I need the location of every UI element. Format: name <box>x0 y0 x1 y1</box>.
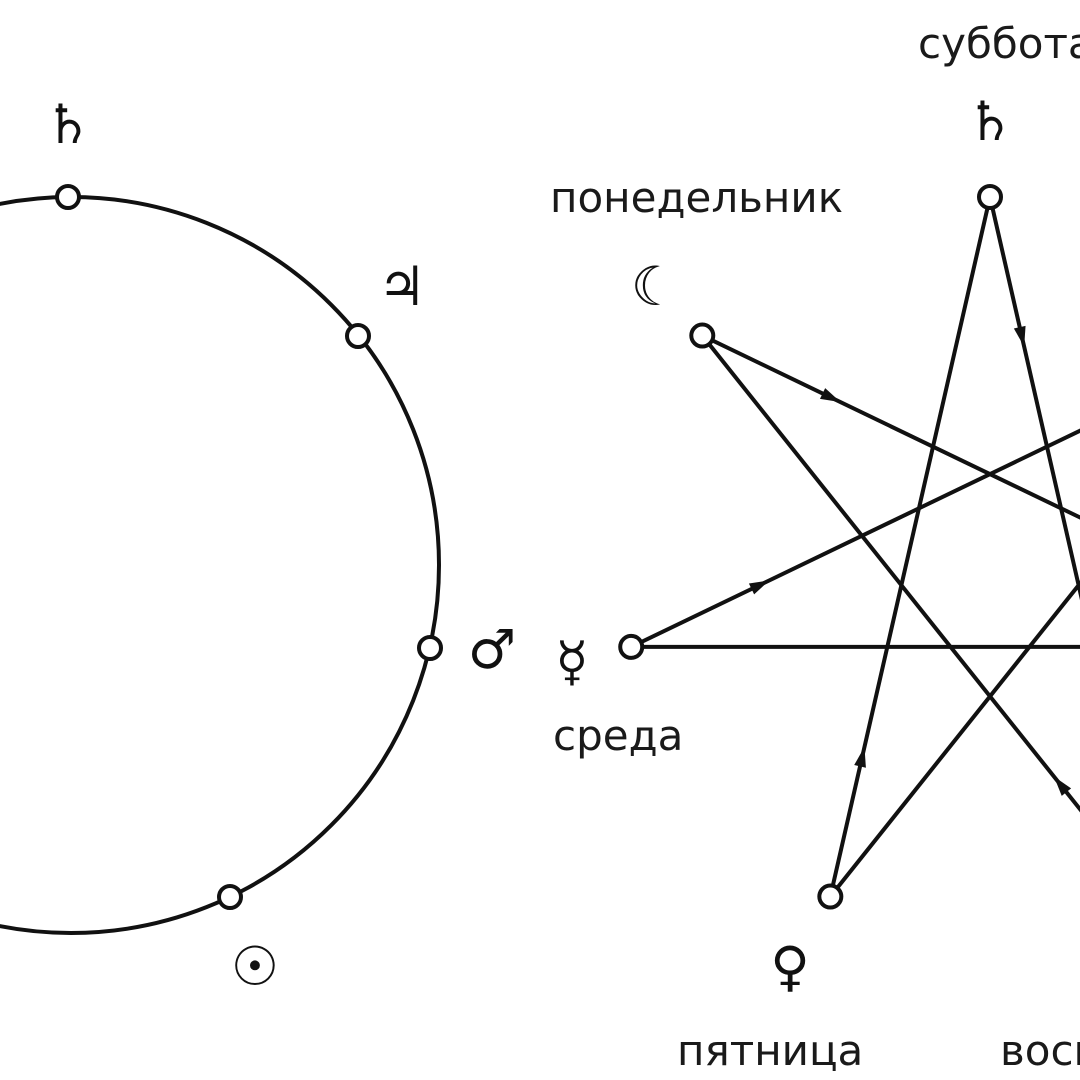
friday-label: пятница <box>677 1026 863 1075</box>
day-sequence-line <box>630 428 1080 649</box>
sunday-label: воскресенье <box>1000 1026 1080 1075</box>
arrow-icon <box>748 580 770 595</box>
planet-node <box>817 883 844 910</box>
jupiter-symbol: ♃ <box>378 255 426 318</box>
day-sequence-line <box>988 196 1080 601</box>
saturn-symbol: ♄ <box>44 93 92 156</box>
moon-symbol: ☾ <box>631 255 679 318</box>
mars-symbol: ♂ <box>468 618 516 681</box>
wednesday-label: среда <box>553 711 683 760</box>
saturn-symbol: ♄ <box>966 90 1014 153</box>
monday-label: понедельник <box>550 173 843 222</box>
mercury-symbol: ☿ <box>555 630 588 693</box>
arrow-icon <box>819 388 841 403</box>
planet-node <box>417 635 443 661</box>
heptagram-diagram: ♄ ☾ ☿ ♀ суббота понедельник среда пятниц… <box>550 19 1080 1075</box>
arrow-icon <box>1013 325 1026 347</box>
sun-symbol: ☉ <box>231 935 279 998</box>
planet-node <box>689 322 716 349</box>
planet-circle-diagram: ♄ ♃ ♂ ☉ <box>0 93 516 998</box>
day-sequence-line <box>700 334 1080 813</box>
arrow-icon <box>854 746 866 768</box>
planet-node <box>977 184 1003 210</box>
day-sequence-line <box>701 333 1080 520</box>
planet-node <box>345 323 371 349</box>
planet-node <box>217 884 243 910</box>
planet-node <box>618 633 645 660</box>
saturday-label: суббота <box>918 19 1080 68</box>
venus-symbol: ♀ <box>770 935 810 998</box>
arrow-icon <box>1053 776 1072 796</box>
planet-node <box>55 184 81 210</box>
day-sequence-line <box>828 580 1080 898</box>
orbit-circle <box>0 195 441 935</box>
day-sequence-line <box>828 196 992 898</box>
